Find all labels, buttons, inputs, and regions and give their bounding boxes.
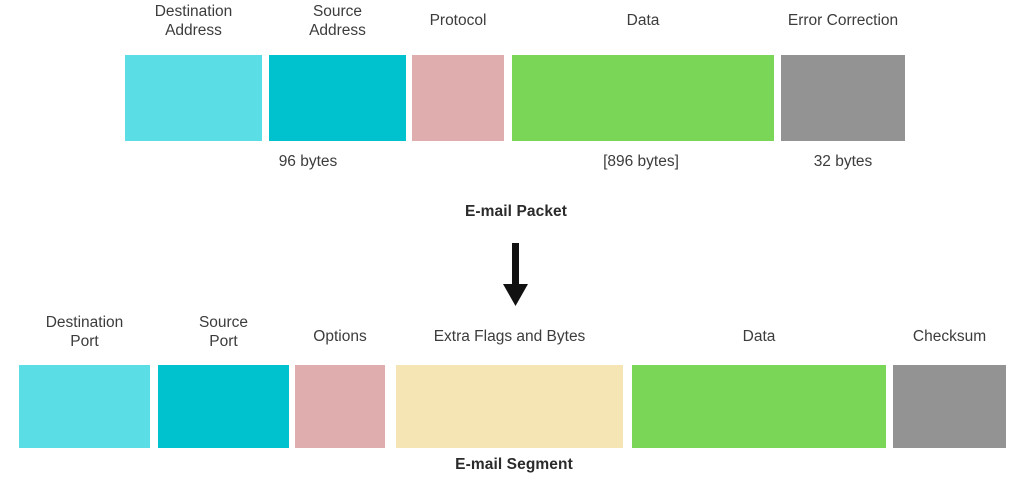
field-bar-extra-flags-and-bytes <box>396 365 623 448</box>
field-label-source-port: Source Port <box>198 314 249 350</box>
field-bar-error-correction <box>781 55 905 141</box>
field-label-error-correction: Error Correction <box>787 12 899 29</box>
field-label-source-address: Source Address <box>309 3 366 39</box>
field-label-segment-data: Data <box>742 328 776 345</box>
field-bar-destination-port <box>19 365 150 448</box>
field-label-data: Data <box>626 12 660 29</box>
size-label-data: [896 bytes] <box>603 153 679 170</box>
field-bar-destination-address <box>125 55 262 141</box>
field-bar-source-port <box>158 365 289 448</box>
field-label-protocol: Protocol <box>429 12 487 29</box>
arrow-down-icon <box>500 243 532 309</box>
field-label-destination-port: Destination Port <box>45 314 124 350</box>
field-bar-segment-data <box>632 365 886 448</box>
field-bar-options <box>295 365 385 448</box>
field-label-checksum: Checksum <box>912 328 987 345</box>
field-bar-protocol <box>412 55 504 141</box>
field-bar-data <box>512 55 774 141</box>
caption-email-packet: E-mail Packet <box>464 203 568 220</box>
size-label-source-address: 96 bytes <box>278 153 338 170</box>
size-label-error-correction: 32 bytes <box>813 153 873 170</box>
field-label-options: Options <box>313 328 367 345</box>
field-bar-checksum <box>893 365 1006 448</box>
field-label-destination-address: Destination Address <box>154 3 233 39</box>
field-label-extra-flags-and-bytes: Extra Flags and Bytes <box>433 328 586 345</box>
field-bar-source-address <box>269 55 406 141</box>
caption-email-segment: E-mail Segment <box>455 456 573 473</box>
